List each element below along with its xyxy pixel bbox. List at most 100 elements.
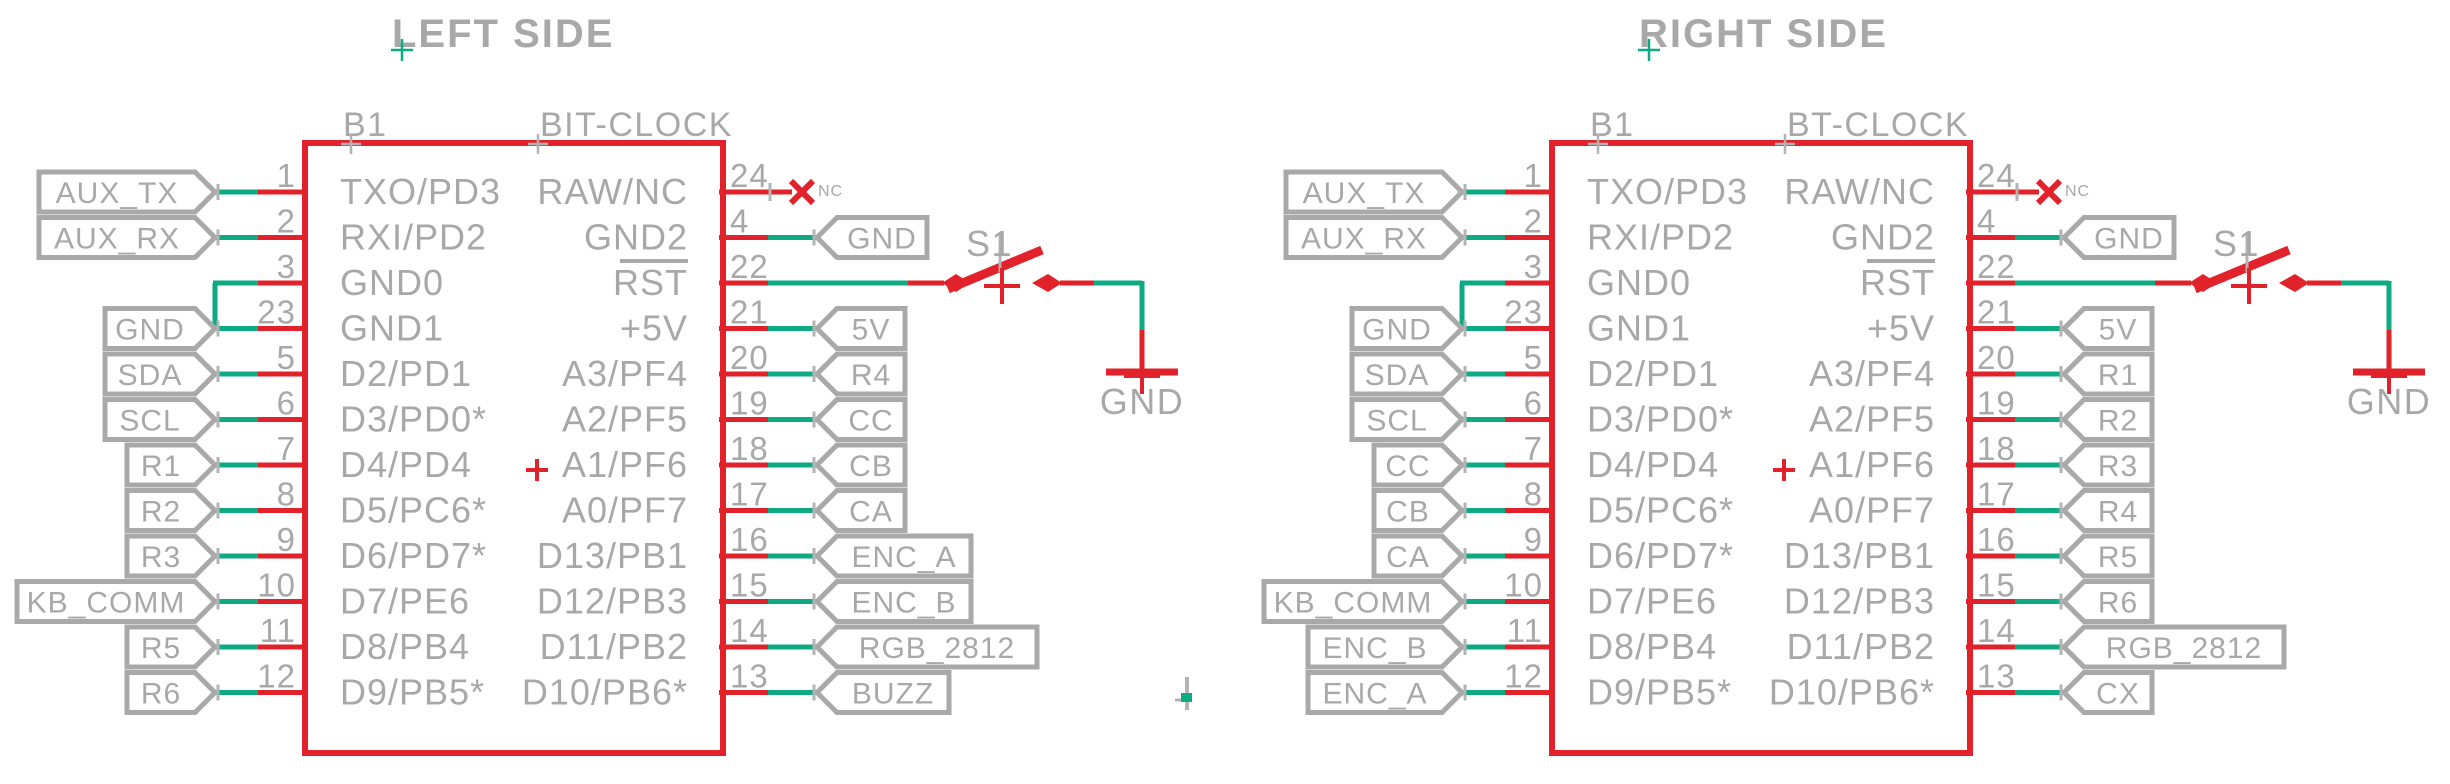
net-flag-r3[interactable]: R3 xyxy=(124,533,219,579)
ground-symbol[interactable]: GND xyxy=(1100,330,1185,422)
net-flag-enc_b[interactable]: ENC_B xyxy=(813,579,974,624)
chip-body[interactable] xyxy=(1549,140,1973,756)
net-flag-sda[interactable]: SDA xyxy=(1349,351,1466,397)
chip-refdes: B1 xyxy=(343,106,388,144)
net-flag-r4[interactable]: R4 xyxy=(2060,488,2155,533)
net-flag-label: CA xyxy=(849,496,893,529)
net-flag-r2[interactable]: R2 xyxy=(2060,397,2155,442)
pin-number: 9 xyxy=(277,521,296,558)
net-flag-ca[interactable]: CA xyxy=(813,488,908,533)
net-flag-kb_comm[interactable]: KB_COMM xyxy=(1261,579,1466,624)
net-flag-r4[interactable]: R4 xyxy=(813,351,908,397)
net-flag-cb[interactable]: CB xyxy=(1371,488,1466,533)
value-origin-cross xyxy=(528,134,548,154)
net-flag-cx[interactable]: CX xyxy=(2060,670,2155,715)
net-flag-gnd[interactable]: GND xyxy=(102,306,219,351)
pin-number: 6 xyxy=(277,385,296,422)
net-flag-r6[interactable]: R6 xyxy=(2060,579,2155,624)
pin-name: D10/PB6* xyxy=(522,672,688,713)
net-flag-aux_rx[interactable]: AUX_RX xyxy=(1283,215,1466,260)
pin-name: D12/PB3 xyxy=(537,581,688,622)
pin-name: GND0 xyxy=(1587,262,1691,303)
net-flag-gnd[interactable]: GND xyxy=(2060,215,2177,260)
switch-s1[interactable]: S1 xyxy=(908,223,1145,330)
net-flag-outline xyxy=(2060,533,2155,579)
pin-name: D13/PB1 xyxy=(1784,535,1935,576)
nc-label: NC xyxy=(818,183,843,200)
switch-origin-cross xyxy=(984,268,1020,304)
net-flag-outline xyxy=(813,533,974,579)
net-flag-outline xyxy=(124,533,219,579)
pin-number: 2 xyxy=(277,203,296,240)
chip-body[interactable] xyxy=(302,140,726,756)
pin-name: RXI/PD2 xyxy=(1587,217,1734,258)
pin-name: D5/PC6* xyxy=(340,490,487,531)
net-flag-cc[interactable]: CC xyxy=(813,397,908,442)
net-flag-r5[interactable]: R5 xyxy=(2060,533,2155,579)
section-title: LEFT SIDE xyxy=(392,12,614,56)
net-flag-buzz[interactable]: BUZZ xyxy=(813,670,952,715)
pin-name: D7/PE6 xyxy=(340,581,470,622)
net-flag-label: R4 xyxy=(851,359,891,392)
switch-lever[interactable] xyxy=(2193,245,2291,294)
net-flag-r1[interactable]: R1 xyxy=(2060,351,2155,397)
net-flag-scl[interactable]: SCL xyxy=(1349,397,1466,442)
pin-number: 1 xyxy=(277,157,296,194)
net-flag-aux_tx[interactable]: AUX_TX xyxy=(36,169,219,215)
net-flag-label: SDA xyxy=(118,359,183,392)
net-flag-aux_rx[interactable]: AUX_RX xyxy=(36,215,219,260)
pin-number: 16 xyxy=(1977,521,2016,558)
net-flag-label: KB_COMM xyxy=(1274,587,1433,620)
net-flag-gnd[interactable]: GND xyxy=(813,215,930,260)
chip-value: BIT-CLOCK xyxy=(540,106,733,144)
net-flag-outline xyxy=(2060,670,2155,715)
net-flag-r5[interactable]: R5 xyxy=(124,624,219,670)
net-flag-r6[interactable]: R6 xyxy=(124,670,219,715)
net-flag-cb[interactable]: CB xyxy=(813,442,908,488)
pin-number: 5 xyxy=(277,339,296,376)
net-flag-aux_tx[interactable]: AUX_TX xyxy=(1283,169,1466,215)
net-flag-label: CB xyxy=(1386,496,1430,529)
net-flag-label: CC xyxy=(848,405,893,438)
net-flag-outline xyxy=(1283,215,1466,260)
net-flag-label: R5 xyxy=(2098,541,2138,574)
net-flag-kb_comm[interactable]: KB_COMM xyxy=(14,579,219,624)
net-flag-ca[interactable]: CA xyxy=(1371,533,1466,579)
pin-name: D2/PD1 xyxy=(340,353,472,394)
pin-name: D9/PB5* xyxy=(340,672,485,713)
switch-lever[interactable] xyxy=(946,245,1044,294)
net-flag-enc_a[interactable]: ENC_A xyxy=(1305,670,1466,715)
chip-refdes: B1 xyxy=(1590,106,1635,144)
pin-name: D3/PD0* xyxy=(1587,399,1734,440)
net-flag-r2[interactable]: R2 xyxy=(124,488,219,533)
net-flag-label: AUX_RX xyxy=(1301,223,1427,256)
net-flag-label: RGB_2812 xyxy=(2106,632,2262,665)
sheet-junction-marker xyxy=(1175,677,1192,710)
net-flag-cc[interactable]: CC xyxy=(1371,442,1466,488)
net-flag-label: GND xyxy=(847,223,917,256)
net-flag-rgb_2812[interactable]: RGB_2812 xyxy=(813,624,1040,670)
pin-name: D7/PE6 xyxy=(1587,581,1717,622)
net-flag-scl[interactable]: SCL xyxy=(102,397,219,442)
net-flag-enc_a[interactable]: ENC_A xyxy=(813,533,974,579)
ground-symbol[interactable]: GND xyxy=(2347,330,2432,422)
net-flag-r3[interactable]: R3 xyxy=(2060,442,2155,488)
switch-s1[interactable]: S1 xyxy=(2155,223,2392,330)
net-flag-label: R3 xyxy=(2098,450,2138,483)
net-flag-rgb_2812[interactable]: RGB_2812 xyxy=(2060,624,2287,670)
net-flag-5v[interactable]: 5V xyxy=(813,306,908,351)
net-flag-5v[interactable]: 5V xyxy=(2060,306,2155,351)
net-flag-gnd[interactable]: GND xyxy=(1349,306,1466,351)
pin-number: 3 xyxy=(277,248,296,285)
pin-number: 20 xyxy=(730,339,769,376)
switch-refdes: S1 xyxy=(966,223,1013,264)
net-flag-label: CC xyxy=(1385,450,1430,483)
ground-label: GND xyxy=(2347,381,2432,422)
net-flag-sda[interactable]: SDA xyxy=(102,351,219,397)
pin-number: 5 xyxy=(1524,339,1543,376)
net-flag-r1[interactable]: R1 xyxy=(124,442,219,488)
pin-name: TXO/PD3 xyxy=(1587,171,1748,212)
net-flag-enc_b[interactable]: ENC_B xyxy=(1305,624,1466,670)
